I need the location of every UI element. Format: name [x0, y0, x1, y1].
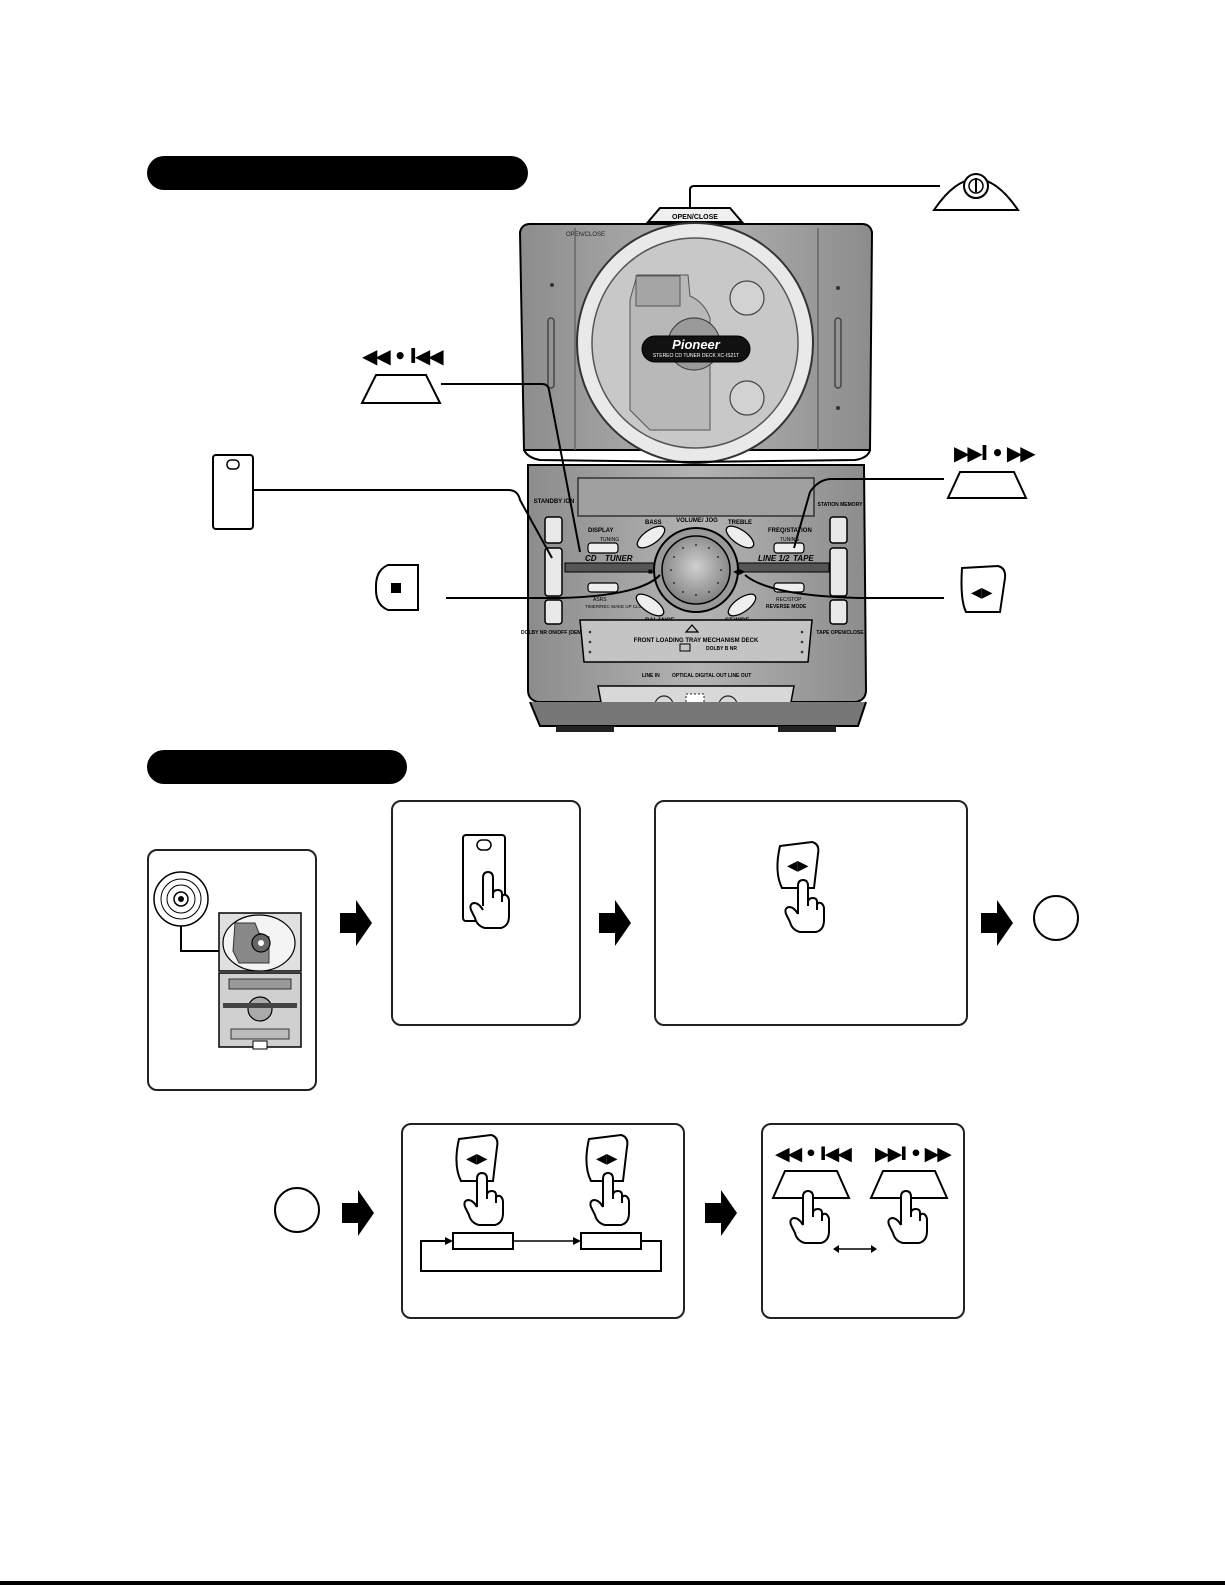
skip-forward-callout	[946, 471, 1028, 499]
step-play-mode-panel: ◀▶ ◀▶	[401, 1123, 685, 1319]
cd-side-button[interactable]	[544, 547, 563, 597]
rec-stop-label: REC/STOP	[776, 597, 802, 603]
skip-forward-icon: ▶▶I • ▶▶	[954, 441, 1036, 465]
treble-button[interactable]	[723, 522, 757, 552]
line-label: LINE 1/2	[758, 554, 790, 563]
step-skip-panel: ◀◀ • I◀◀ ▶▶I • ▶▶	[761, 1123, 965, 1319]
rewind-skip-back-icon: ◀◀ • I◀◀	[362, 344, 444, 368]
volume-jog-knob[interactable]	[661, 535, 731, 605]
panel-rewind-skip-back-icon: ◀◀ • I◀◀	[775, 1143, 852, 1165]
optical-label: OPTICAL DIGITAL OUT	[672, 673, 727, 679]
model-line: STEREO CD TUNER DECK XC-IS21T	[653, 353, 739, 359]
stereo-unit-illustration: OPEN/CLOSE OPEN/CLOSE Pioneer STEREO CD …	[212, 173, 1028, 732]
step-arrow-3	[981, 900, 1013, 946]
line-in-label: LINE IN	[642, 673, 660, 679]
cd-play-callout	[212, 454, 254, 530]
st-wide-button[interactable]	[725, 590, 759, 620]
section-heading-bar-bottom	[147, 750, 407, 784]
asrs-label: ASRS	[593, 597, 607, 603]
svg-text:◀▶: ◀▶	[787, 857, 809, 873]
reverse-mode-label: REVERSE MODE	[766, 604, 807, 610]
standby-label: STANDBY /ON	[534, 499, 575, 505]
step-press-play-panel: ◀▶	[654, 800, 968, 1026]
open-close-button[interactable]	[645, 207, 745, 223]
dolby-nr-button[interactable]	[544, 599, 563, 625]
dolby-system-label: DOLBY B NR	[706, 646, 737, 652]
tape-deck-door[interactable]	[579, 619, 813, 663]
continue-marker-b	[274, 1187, 320, 1233]
tuning-right-button[interactable]	[773, 542, 805, 554]
svg-text:◀▶: ◀▶	[733, 567, 746, 576]
continue-marker-a	[1033, 895, 1079, 941]
volume-label: VOLUME/ JOG	[676, 518, 718, 524]
load-disc-illustration	[153, 871, 302, 1050]
asrs-button[interactable]	[587, 582, 619, 593]
freq-label: FREQ/STATION	[768, 528, 812, 534]
step-arrow-1	[340, 900, 372, 946]
tuning-left-label: TUNING	[600, 537, 619, 543]
step-press-cd-panel	[391, 800, 581, 1026]
tuner-label: TUNER	[605, 554, 633, 563]
tape-label: TAPE	[793, 554, 814, 563]
play-direction-callout	[960, 564, 1007, 613]
display-label: DISPLAY	[588, 528, 613, 534]
panel-skip-forward-icon: ▶▶I • ▶▶	[875, 1143, 952, 1165]
svg-text:◀▶: ◀▶	[971, 584, 993, 600]
treble-label: TREBLE	[728, 520, 752, 526]
svg-text:◀▶: ◀▶	[596, 1150, 618, 1166]
tape-open-label: TAPE OPEN/CLOSE	[816, 630, 864, 636]
svg-text:■: ■	[648, 567, 653, 576]
bass-button[interactable]	[634, 522, 668, 552]
tape-open-close-button[interactable]	[829, 599, 848, 625]
step-arrow-4	[342, 1190, 374, 1236]
timer-label: TIMER/REC WAKE UP CLOCK ADJ	[585, 604, 658, 609]
rewind-skip-back-callout	[360, 374, 442, 404]
standby-on-button[interactable]	[544, 516, 563, 544]
page-bottom-rule	[0, 1581, 1225, 1585]
mode-box-1	[452, 1232, 514, 1250]
step-load-disc-panel	[147, 849, 317, 1091]
open-close-label: OPEN/CLOSE	[672, 214, 718, 221]
skip-illustration	[771, 1170, 949, 1253]
dolby-label: DOLBY NR ON/OFF (DEMO)	[521, 630, 587, 636]
mode-box-2	[580, 1232, 642, 1250]
svg-text:◀▶: ◀▶	[466, 1150, 488, 1166]
section-heading-bar-top	[147, 156, 528, 190]
balance-button[interactable]	[633, 590, 667, 620]
cd-label: CD	[585, 554, 597, 563]
station-memory-label: STATION MEMORY	[818, 502, 864, 508]
play-mode-illustration: ◀▶ ◀▶	[420, 1133, 662, 1272]
tuning-left-button[interactable]	[587, 542, 619, 554]
tuning-right-label: TUNING	[780, 537, 799, 543]
brand-logo: Pioneer	[672, 337, 721, 352]
knob-dots	[670, 544, 722, 596]
press-play-illustration: ◀▶	[776, 840, 825, 933]
deck-label: FRONT LOADING TRAY MECHANISM DECK	[634, 638, 759, 644]
line-out-label: LINE OUT	[728, 673, 751, 679]
step-arrow-2	[599, 900, 631, 946]
brand-badge	[641, 335, 751, 363]
bass-label: BASS	[645, 520, 662, 526]
open-close-left-label: OPEN/CLOSE	[566, 232, 605, 238]
tape-side-button[interactable]	[829, 547, 848, 597]
step-arrow-5	[705, 1190, 737, 1236]
station-memory-button[interactable]	[829, 516, 848, 544]
press-cd-illustration	[462, 834, 510, 929]
